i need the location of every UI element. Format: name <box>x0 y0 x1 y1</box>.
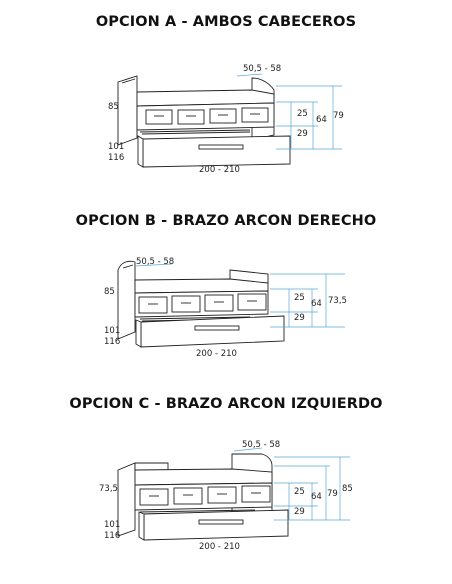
option-a-dim-lower: 29 <box>297 129 308 139</box>
option-a-left-width-1: 101 <box>108 142 125 152</box>
option-a-dim-total: 79 <box>333 111 344 121</box>
option-c-left-width-2: 116 <box>104 531 121 541</box>
option-c-bed-drawing <box>117 447 350 541</box>
option-b-dim-upper: 25 <box>294 293 305 303</box>
drawer-2 <box>177 109 205 125</box>
option-c-dim-lower: 29 <box>294 507 305 517</box>
option-b-dim-mid: 64 <box>311 299 322 309</box>
drawer-2 <box>173 487 203 505</box>
option-a-bed-drawing <box>117 73 342 168</box>
option-a-title: OPCION A - AMBOS CABECEROS <box>95 14 357 30</box>
left-headboard <box>117 75 138 146</box>
option-c-dim-79: 79 <box>327 489 338 499</box>
option-c-left-height: 73,5 <box>99 484 118 494</box>
option-b-top-dim: 50,5 - 58 <box>136 257 175 267</box>
option-c-bottom-length: 200 - 210 <box>199 542 240 552</box>
option-a-left-height: 85 <box>108 102 119 112</box>
top-dimension-line <box>233 447 263 452</box>
drawer-1 <box>145 109 173 125</box>
drawer-3 <box>204 294 234 312</box>
mattress-top <box>136 89 275 107</box>
mattress-top <box>134 278 269 294</box>
drawer-1 <box>139 488 169 506</box>
drawer-4 <box>241 107 269 123</box>
option-c-dim-upper: 25 <box>294 487 305 497</box>
mattress-top <box>134 468 273 486</box>
option-a-bottom-length: 200 - 210 <box>199 165 240 175</box>
right-dimension-guides <box>270 273 345 328</box>
top-dimension-line <box>134 263 173 267</box>
top-dimension-line <box>236 73 263 77</box>
drawer-front-panel <box>134 482 273 511</box>
trundle-handle <box>194 325 240 331</box>
option-b-dim-lower: 29 <box>294 313 305 323</box>
option-c-left-width-1: 101 <box>104 520 121 530</box>
option-b-dim-total: 73,5 <box>328 296 347 306</box>
left-headboard <box>117 260 136 340</box>
option-c-dim-mid: 64 <box>311 492 322 502</box>
trundle-bed <box>142 135 291 168</box>
option-b-left-width-1: 101 <box>104 326 121 336</box>
option-b-title: OPCION B - BRAZO ARCON DERECHO <box>75 213 377 229</box>
option-b-bottom-length: 200 - 210 <box>196 349 237 359</box>
trundle-handle <box>198 144 244 150</box>
drawer-1 <box>138 296 168 314</box>
option-b-bed-drawing <box>117 260 345 348</box>
option-c-top-dim: 50,5 - 58 <box>242 440 281 450</box>
drawer-4 <box>237 293 267 311</box>
option-a-top-dim: 50,5 - 58 <box>243 64 282 74</box>
option-c-title: OPCION C - BRAZO ARCON IZQUIERDO <box>69 396 383 412</box>
trundle-bed <box>140 315 285 348</box>
option-a-dim-upper: 25 <box>297 109 308 119</box>
option-c-dim-total: 85 <box>342 484 353 494</box>
right-dimension-guides <box>276 85 342 150</box>
trundle-bed <box>143 509 289 541</box>
option-b-left-height: 85 <box>104 287 115 297</box>
option-a-left-width-2: 116 <box>108 153 125 163</box>
drawer-2 <box>171 295 201 313</box>
left-arm-chest <box>117 462 136 537</box>
trundle-handle <box>198 519 244 525</box>
drawer-front-panel <box>134 290 269 318</box>
option-b-left-width-2: 116 <box>104 337 121 347</box>
option-a-dim-mid: 64 <box>316 115 327 125</box>
drawer-3 <box>209 108 237 124</box>
drawer-4 <box>241 485 271 503</box>
slats <box>139 129 251 135</box>
right-dimension-guides <box>274 456 350 521</box>
drawer-3 <box>207 486 237 504</box>
